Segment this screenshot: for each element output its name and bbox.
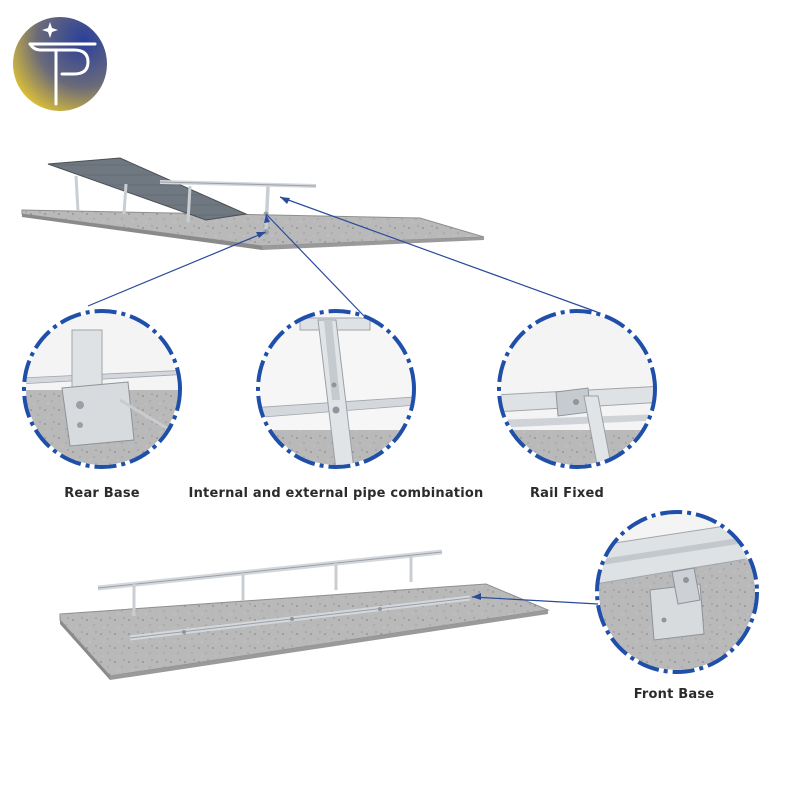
base-frame-illustration <box>59 549 550 680</box>
tp-logo-icon <box>13 17 107 111</box>
caption-rail-fixed: Rail Fixed <box>529 486 605 501</box>
detail-circle-front-base <box>595 510 759 674</box>
caption-front-base: Front Base <box>633 687 715 702</box>
leader-lines-top <box>87 196 598 317</box>
detail-circle-rail-fixed <box>497 309 657 469</box>
detail-circle-rear-base <box>22 309 182 469</box>
leader-line-front <box>471 593 599 605</box>
arrowhead <box>280 197 290 204</box>
caption-pipe-combination: Internal and external pipe combination <box>188 486 484 501</box>
caption-rear-base: Rear Base <box>64 486 140 501</box>
arrowhead <box>264 214 270 223</box>
detail-circle-pipe-combination <box>256 309 416 469</box>
assembled-mount-illustration <box>21 157 485 250</box>
arrowhead <box>256 232 266 238</box>
